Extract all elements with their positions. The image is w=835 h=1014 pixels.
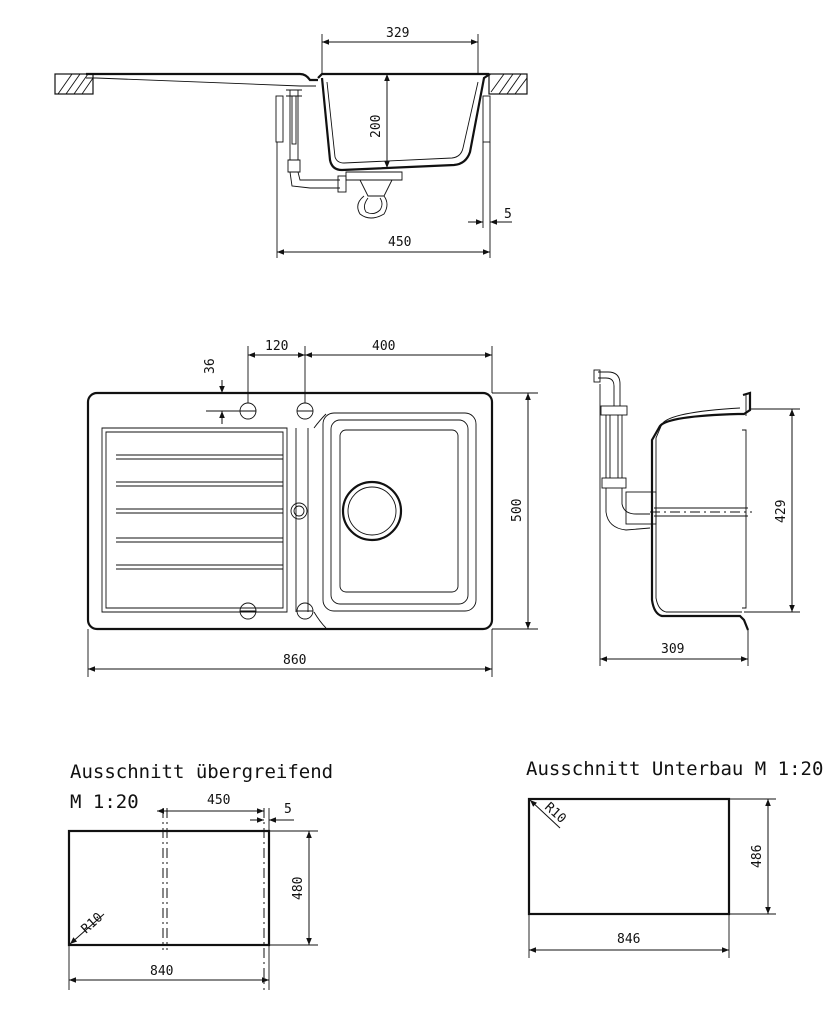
dim-label-120: 120: [265, 339, 288, 354]
overflow-nut: [600, 405, 628, 416]
tap-hole-centerlines: [240, 410, 313, 612]
radius-leader-undermount: [529, 799, 561, 829]
overflow-inner: [293, 505, 305, 517]
cutout-overmount: Ausschnitt übergreifend M 1:20 450 5 480…: [67, 761, 333, 990]
tap-holes: [239, 402, 314, 620]
side-view: 429 309: [593, 369, 800, 666]
siphon-trap-inner: [363, 197, 383, 215]
dim-label-36: 36: [203, 358, 218, 374]
drain-funnel: [359, 179, 393, 197]
bowl-basin: [339, 429, 459, 593]
sink-outline: [86, 391, 494, 631]
cutout-overmount-scale: M 1:20: [70, 791, 139, 813]
drain-outlet: [345, 171, 403, 181]
dim-label-5: 5: [284, 802, 292, 817]
dim-label-200: 200: [369, 115, 384, 138]
drainer-grooves: [116, 454, 283, 570]
cabinet-wall-left: [275, 95, 284, 143]
bowl-outer: [317, 72, 491, 172]
dim-label-329: 329: [386, 26, 409, 41]
bowl-rim-outer: [322, 412, 477, 612]
dim-label-486: 486: [750, 845, 765, 868]
drain-outer: [341, 480, 403, 542]
plan-view: 120 400 36 500 860: [86, 339, 538, 677]
cutout-undermount-rect: [527, 797, 731, 916]
overflow-cap: [593, 369, 601, 383]
dim-label-450: 450: [207, 793, 230, 808]
dim-label-400: 400: [372, 339, 395, 354]
cutout-overmount-title: Ausschnitt übergreifend: [70, 761, 333, 783]
dim-label-840: 840: [150, 964, 173, 979]
countertop-right: [488, 73, 528, 95]
drain-inner: [347, 486, 397, 536]
cabinet-wall-right: [482, 95, 491, 143]
drain-pipe-horizontal: [289, 171, 340, 189]
dim-label-429: 429: [774, 500, 789, 523]
dim-label-500: 500: [510, 499, 525, 522]
dim-label-450-top: 450: [388, 235, 411, 250]
overflow-tube: [605, 415, 623, 478]
radius-label-undermount: R10: [541, 800, 568, 827]
countertop-right-hatch: [490, 73, 528, 95]
countertop-left-hatch: [57, 73, 94, 95]
drainer-underside: [86, 77, 316, 87]
cutout-undermount: Ausschnitt Unterbau M 1:20 R10 486 846: [526, 758, 823, 958]
bowl-side-flange: [742, 429, 747, 609]
dim-label-309: 309: [661, 642, 684, 657]
countertop-left: [54, 73, 94, 95]
waste-pipe: [654, 507, 748, 517]
siphon-trap: [357, 195, 388, 219]
tube-nut: [601, 477, 627, 489]
bowl-rim: [330, 419, 469, 605]
overflow-connector: [287, 159, 301, 173]
cutout-overmount-rect: [67, 829, 271, 947]
pipe-joint: [337, 175, 347, 193]
overflow-pipe: [286, 89, 302, 160]
cross-section-view: 329 200 5 450: [54, 26, 528, 258]
dim-label-5-top: 5: [504, 207, 512, 222]
overflow-elbow: [598, 371, 621, 406]
cutout-undermount-title: Ausschnitt Unterbau M 1:20: [526, 758, 823, 780]
trap-bend: [605, 488, 651, 531]
overflow-outer: [290, 502, 308, 520]
dim-label-846: 846: [617, 932, 640, 947]
drainer-area-inner: [105, 431, 284, 609]
overflow-pipe-core: [291, 95, 297, 145]
drainer-top: [86, 72, 318, 82]
drainer-area: [101, 427, 288, 613]
dim-label-860: 860: [283, 653, 306, 668]
divider-rim: [295, 413, 327, 629]
bowl-side-outer: [650, 391, 752, 631]
radius-leader: [69, 913, 105, 945]
bowl-side-inner: [655, 407, 742, 613]
bowl-inner: [326, 81, 479, 164]
dim-label-480: 480: [291, 877, 306, 900]
